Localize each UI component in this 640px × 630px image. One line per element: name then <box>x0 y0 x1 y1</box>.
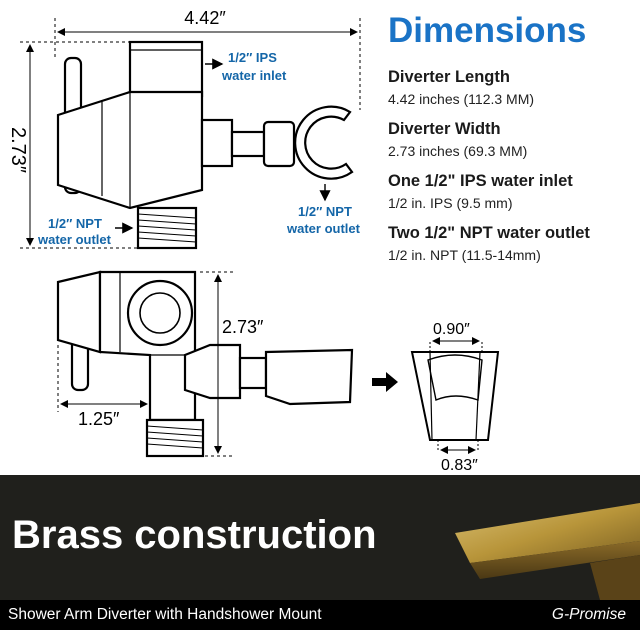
clip-top-dim-label: 0.90″ <box>433 321 470 338</box>
inlet-label-line2: water inlet <box>221 68 287 83</box>
length-dimension <box>54 18 361 110</box>
spec-value: 4.42 inches (112.3 MM) <box>388 91 535 107</box>
width-dim-label: 1.25″ <box>78 409 120 429</box>
spec-value: 1/2 in. IPS (9.5 mm) <box>388 195 513 211</box>
length-dim-label: 4.42″ <box>184 8 226 28</box>
spec-title: One 1/2" IPS water inlet <box>388 172 573 190</box>
clip-detail <box>410 351 500 441</box>
spec-width: Diverter Width 2.73 inches (69.3 MM) <box>388 118 638 162</box>
spec-length: Diverter Length 4.42 inches (112.3 MM) <box>388 66 638 110</box>
spec-title: Diverter Length <box>388 68 510 86</box>
brass-bar-image <box>455 503 640 600</box>
spec-inlet: One 1/2" IPS water inlet 1/2 in. IPS (9.… <box>388 170 638 214</box>
handshower-clip <box>294 105 354 180</box>
spec-title: Diverter Width <box>388 120 501 138</box>
spec-panel: Dimensions Diverter Length 4.42 inches (… <box>388 10 638 274</box>
spec-outlet: Two 1/2" NPT water outlet 1/2 in. NPT (1… <box>388 222 638 266</box>
left-outlet-callout: 1/2″ NPT water outlet <box>37 216 134 247</box>
brass-banner: Brass construction <box>0 475 640 600</box>
right-outlet-line2: water outlet <box>286 221 361 236</box>
right-outlet-line1: 1/2″ NPT <box>298 204 352 219</box>
inlet-label-line1: 1/2″ IPS <box>228 50 277 65</box>
banner-title: Brass construction <box>12 513 377 557</box>
width-dimension <box>57 345 151 420</box>
height-dimension <box>20 41 140 249</box>
right-outlet-callout: 1/2″ NPT water outlet <box>286 184 361 236</box>
spec-title: Two 1/2" NPT water outlet <box>388 224 590 242</box>
clip-bottom-dim-label: 0.83″ <box>441 457 478 470</box>
brand-name: G-Promise <box>551 606 626 623</box>
left-outlet-line1: 1/2″ NPT <box>48 216 102 231</box>
height-dim-2-label: 2.73″ <box>222 317 264 337</box>
height-dim-label: 2.73″ <box>7 127 29 173</box>
footer-bar: Shower Arm Diverter with Handshower Moun… <box>0 600 640 630</box>
dimensions-heading: Dimensions <box>388 11 587 50</box>
diverter-front-view <box>56 40 296 250</box>
inlet-callout: 1/2″ IPS water inlet <box>205 50 287 83</box>
spec-value: 1/2 in. NPT (11.5-14mm) <box>388 247 541 263</box>
technical-drawing: 4.42″ 2.73″ 1/2″ IPS water inlet 1/2″ NP… <box>7 8 500 470</box>
detail-arrow <box>372 372 398 392</box>
product-name: Shower Arm Diverter with Handshower Moun… <box>8 606 322 623</box>
diverter-side-view <box>56 270 354 458</box>
left-outlet-line2: water outlet <box>37 232 112 247</box>
height-dimension-2 <box>200 271 235 457</box>
spec-value: 2.73 inches (69.3 MM) <box>388 143 528 159</box>
